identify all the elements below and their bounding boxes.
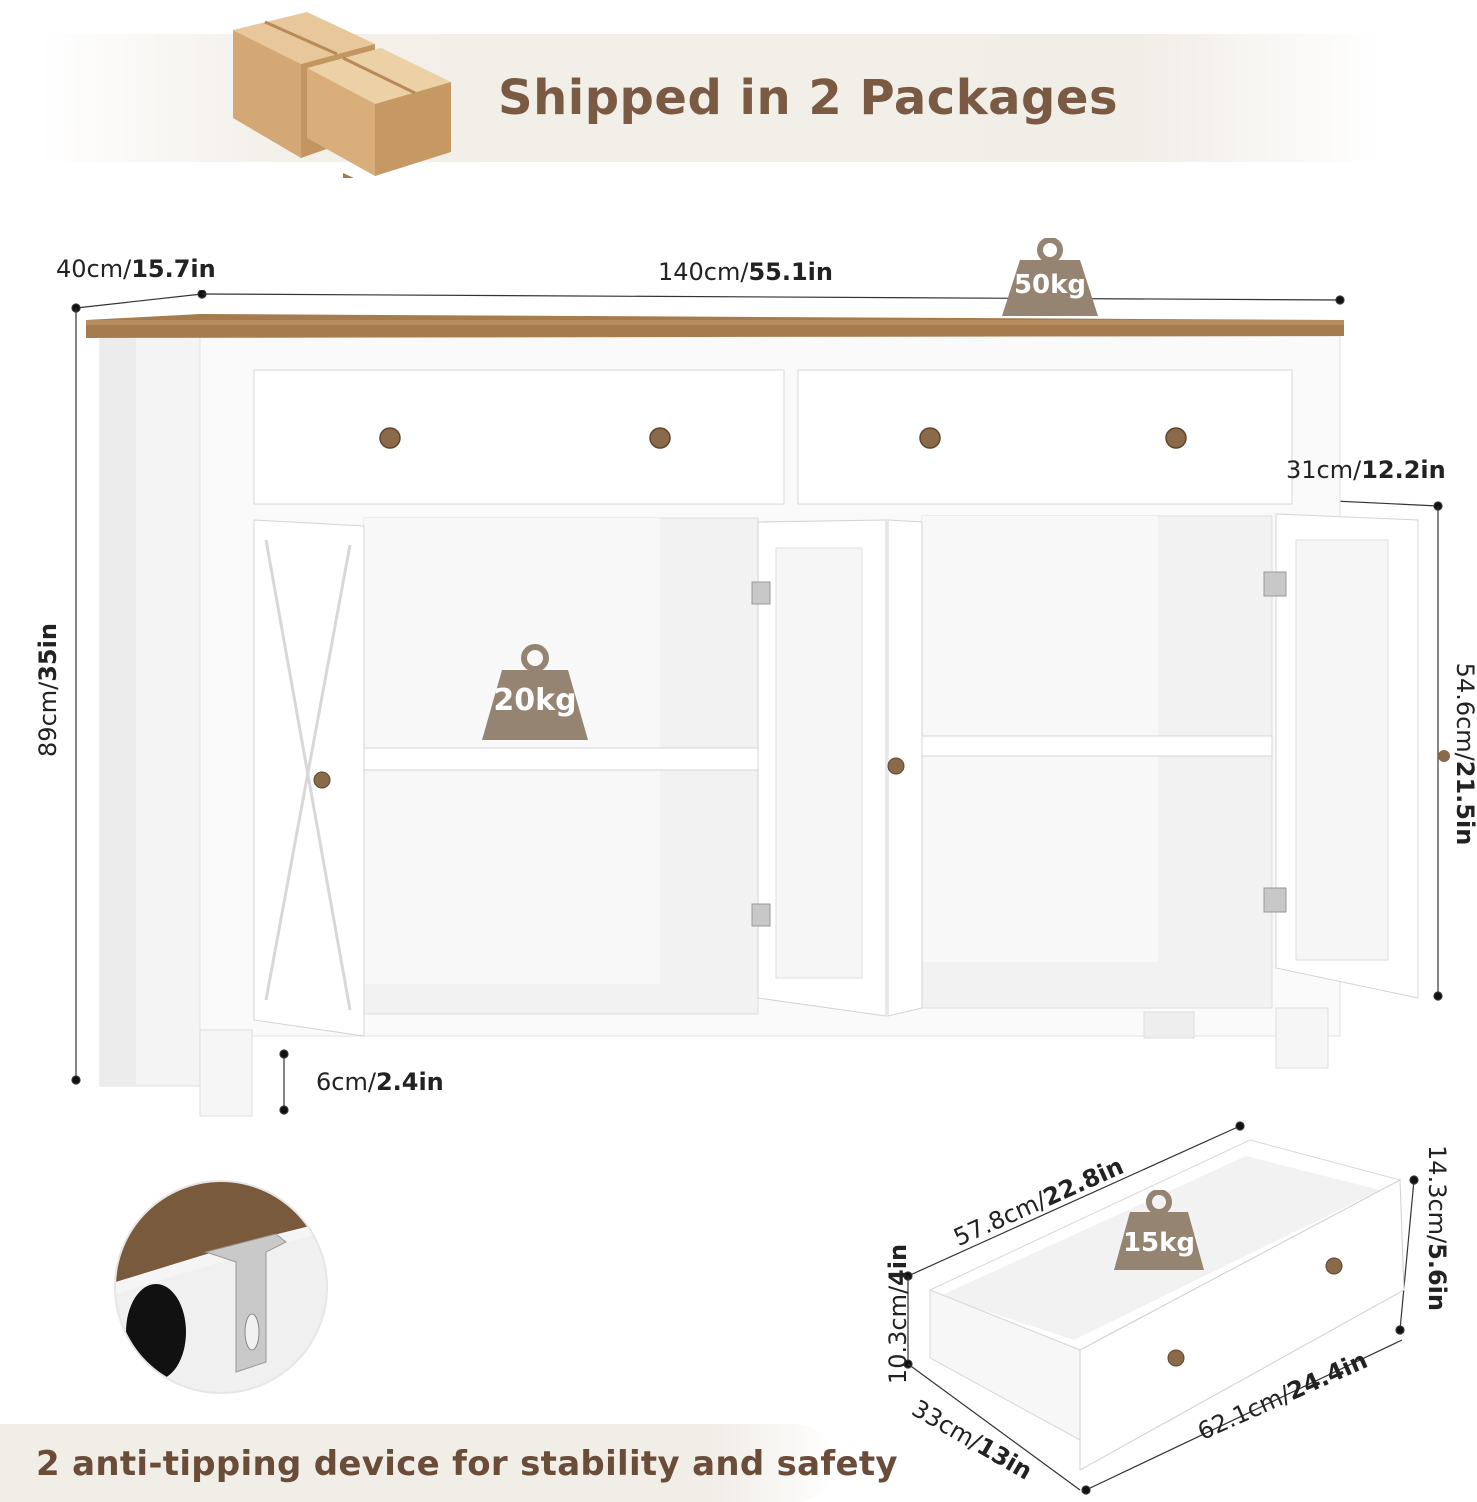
weight-shelf-label: 20kg — [493, 683, 577, 718]
drawer-inner-height-dimension: 10.3cm/4in — [884, 1243, 912, 1385]
drawer-front-height-dimension: 14.3cm/5.6in — [1423, 1145, 1451, 1311]
height-dimension: 89cm/35in — [34, 623, 62, 757]
banner-title: Shipped in 2 Packages — [498, 70, 1119, 126]
anti-tipping-detail — [114, 1180, 328, 1394]
sideboard-illustration — [71, 290, 1450, 1117]
weight-top-label: 50kg — [1013, 270, 1087, 300]
depth-dimension: 40cm/15.7in — [56, 255, 216, 283]
bracket-icon — [116, 1182, 326, 1380]
weight-icon-drawer — [1114, 1190, 1204, 1270]
cabinet-height-dimension: 54.6cm/21.5in — [1451, 662, 1477, 846]
weight-icon-shelf — [482, 644, 588, 740]
cabinet-depth-dimension: 31cm/12.2in — [1286, 456, 1446, 484]
leg-height-dimension: 6cm/2.4in — [316, 1068, 444, 1096]
width-dimension: 140cm/55.1in — [658, 258, 833, 286]
footer-banner — [0, 1424, 835, 1502]
weight-icon-top — [1002, 238, 1098, 316]
footer-text: 2 anti-tipping device for stability and … — [36, 1444, 898, 1484]
boxes-illustration — [233, 12, 451, 178]
weight-drawer-label: 15kg — [1122, 1228, 1196, 1258]
